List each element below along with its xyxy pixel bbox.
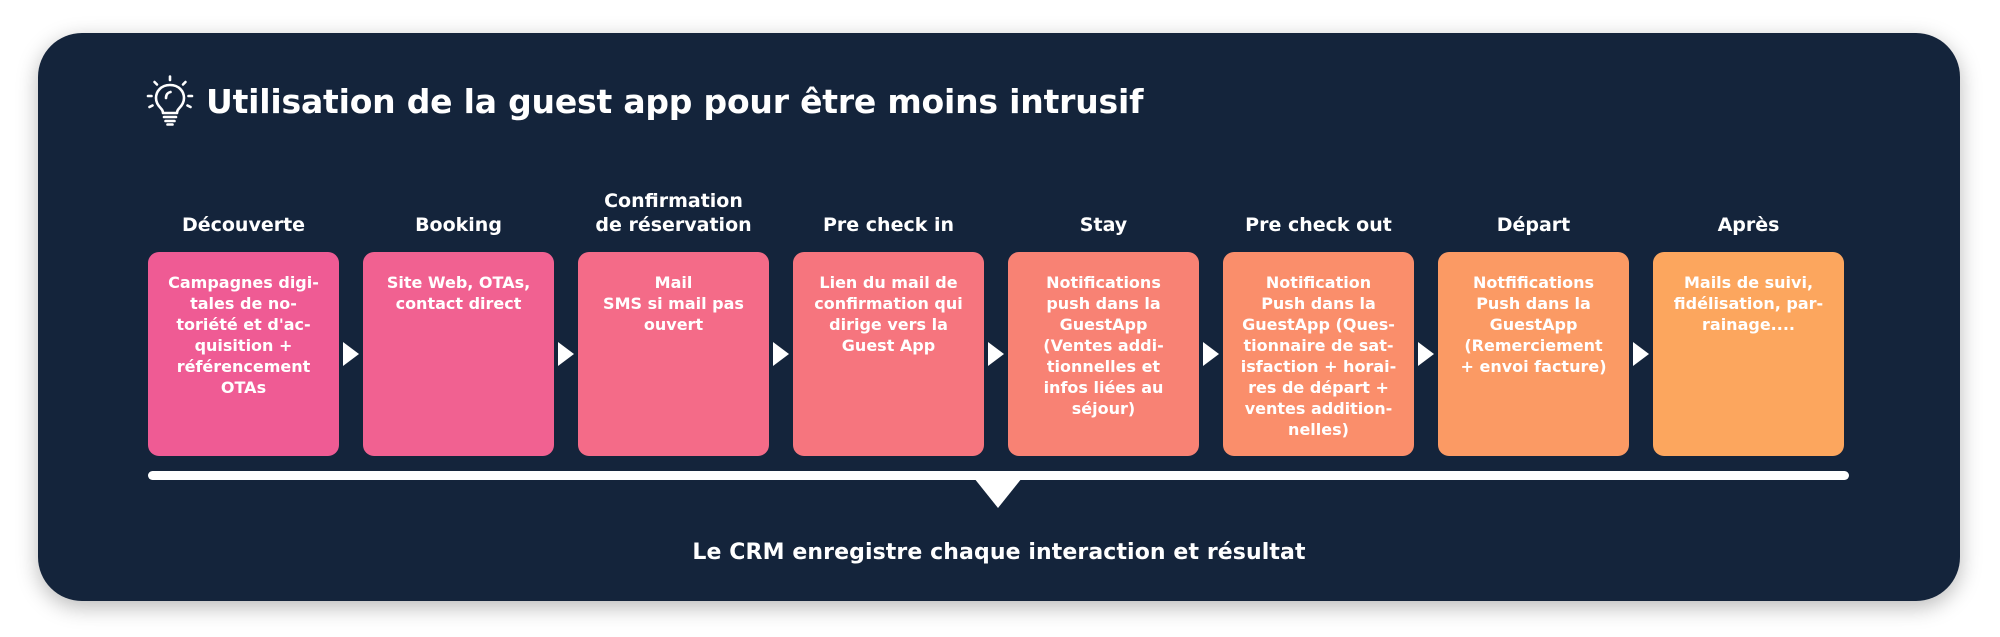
step-label: Départ [1496, 214, 1571, 236]
step-box: Notifications push dans la GuestApp (Ven… [1008, 252, 1199, 456]
arrow-right-icon [1203, 342, 1219, 366]
step-box: Notfifications Push dans la GuestApp (Re… [1438, 252, 1629, 456]
step-label: Pre check in [822, 214, 955, 236]
step-text: Campagnes digi- tales de no- toriété et … [168, 273, 319, 397]
arrow-right-icon [1418, 342, 1434, 366]
step-stay: Stay Notifications push dans la GuestApp… [1008, 173, 1199, 463]
step-apres: Après Mails de suivi, fidélisation, par-… [1653, 173, 1844, 463]
step-text: Mails de suivi, fidélisation, par- raina… [1673, 273, 1824, 334]
step-box: Notification Push dans la GuestApp (Ques… [1223, 252, 1414, 456]
arrow-right-icon [343, 342, 359, 366]
title-row: Utilisation de la guest app pour être mo… [146, 71, 1143, 131]
step-text: Lien du mail de confirmation qui dirige … [814, 273, 963, 355]
step-label: Booking [415, 214, 502, 236]
arrow-right-icon [558, 342, 574, 366]
step-text: Notification Push dans la GuestApp (Ques… [1240, 273, 1397, 439]
step-text: Notfifications Push dans la GuestApp (Re… [1460, 273, 1607, 376]
step-pre-check-in: Pre check in Lien du mail de confirmatio… [793, 173, 984, 463]
process-card: Utilisation de la guest app pour être mo… [38, 33, 1960, 601]
pointer-down-icon [974, 478, 1022, 508]
arrow-right-icon [773, 342, 789, 366]
step-text: Site Web, OTAs, contact direct [386, 273, 531, 313]
step-box: Campagnes digi- tales de no- toriété et … [148, 252, 339, 456]
step-confirmation: Confirmation de réservation Mail SMS si … [578, 173, 769, 463]
step-text: Notifications push dans la GuestApp (Ven… [1043, 273, 1164, 418]
lightbulb-icon [146, 75, 194, 126]
step-box: Site Web, OTAs, contact direct [363, 252, 554, 456]
step-depart: Départ Notfifications Push dans la Guest… [1438, 173, 1629, 463]
step-label: Confirmation de réservation [595, 190, 752, 236]
timeline-bar [148, 471, 1849, 480]
step-decouverte: Découverte Campagnes digi- tales de no- … [148, 173, 339, 463]
step-label: Stay [1079, 214, 1128, 236]
step-label: Pre check out [1245, 214, 1392, 236]
process-steps: Découverte Campagnes digi- tales de no- … [148, 173, 1848, 473]
step-box: Mails de suivi, fidélisation, par- raina… [1653, 252, 1844, 456]
step-text: Mail SMS si mail pas ouvert [603, 273, 744, 334]
arrow-right-icon [1633, 342, 1649, 366]
step-label: Découverte [181, 214, 306, 236]
step-booking: Booking Site Web, OTAs, contact direct [363, 173, 554, 463]
step-label: Après [1717, 214, 1780, 236]
step-box: Lien du mail de confirmation qui dirige … [793, 252, 984, 456]
crm-caption: Le CRM enregistre chaque interaction et … [692, 540, 1306, 565]
step-box: Mail SMS si mail pas ouvert [578, 252, 769, 456]
page-title: Utilisation de la guest app pour être mo… [206, 81, 1144, 121]
arrow-right-icon [988, 342, 1004, 366]
step-pre-check-out: Pre check out Notification Push dans la … [1223, 173, 1414, 463]
